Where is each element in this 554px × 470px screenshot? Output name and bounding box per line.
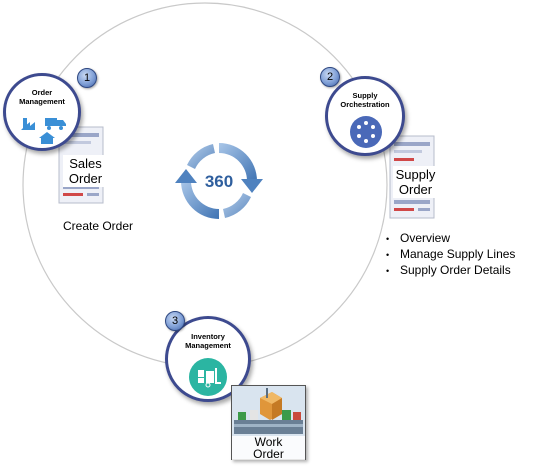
supply-orchestration-title: Supply Orchestration — [328, 91, 402, 109]
supply-action-supply-order-details[interactable]: Supply Order Details — [386, 263, 515, 279]
forklift-icon — [189, 358, 227, 396]
create-order-caption[interactable]: Create Order — [63, 219, 134, 233]
step-number-1: 1 — [77, 68, 97, 88]
supply-action-manage-supply-lines[interactable]: Manage Supply Lines — [386, 247, 515, 263]
supply-order-label: Supply Order — [393, 166, 438, 198]
inventory-management-title: Inventory Management — [168, 332, 248, 350]
supply-order-line1: Supply — [395, 167, 436, 182]
sales-order-line1: Sales — [69, 156, 102, 171]
supply-order-line2: Order — [398, 182, 433, 197]
sales-order-line2: Order — [68, 171, 103, 186]
step-number-2: 2 — [320, 67, 340, 87]
supply-orchestration-title-line1: Supply — [352, 91, 378, 100]
orchestration-dots-icon — [350, 116, 382, 148]
inventory-management-title-line1: Inventory — [191, 332, 225, 341]
inventory-management-title-line2: Management — [185, 341, 231, 350]
step-number-3: 3 — [165, 311, 185, 331]
factory-truck-house-icon — [21, 118, 66, 144]
sales-order-label: Sales Order — [63, 155, 108, 187]
order-management-node[interactable]: Order Management — [3, 73, 81, 151]
supply-action-overview[interactable]: Overview — [386, 231, 515, 247]
order-management-title-line1: Order — [31, 88, 53, 97]
work-order-card[interactable]: Work Order — [231, 385, 306, 460]
supply-actions-list: Overview Manage Supply Lines Supply Orde… — [386, 231, 515, 279]
360-cycle-arrows-icon: 360 — [175, 143, 263, 219]
supply-orchestration-title-line2: Orchestration — [340, 100, 390, 109]
work-order-line1: Work — [254, 435, 283, 449]
order-management-title-line2: Management — [19, 97, 65, 106]
order-management-title: Order Management — [6, 88, 78, 106]
work-order-label: Work Order — [232, 436, 305, 460]
work-order-line2: Order — [253, 447, 284, 461]
center-360-label: 360 — [205, 172, 233, 191]
